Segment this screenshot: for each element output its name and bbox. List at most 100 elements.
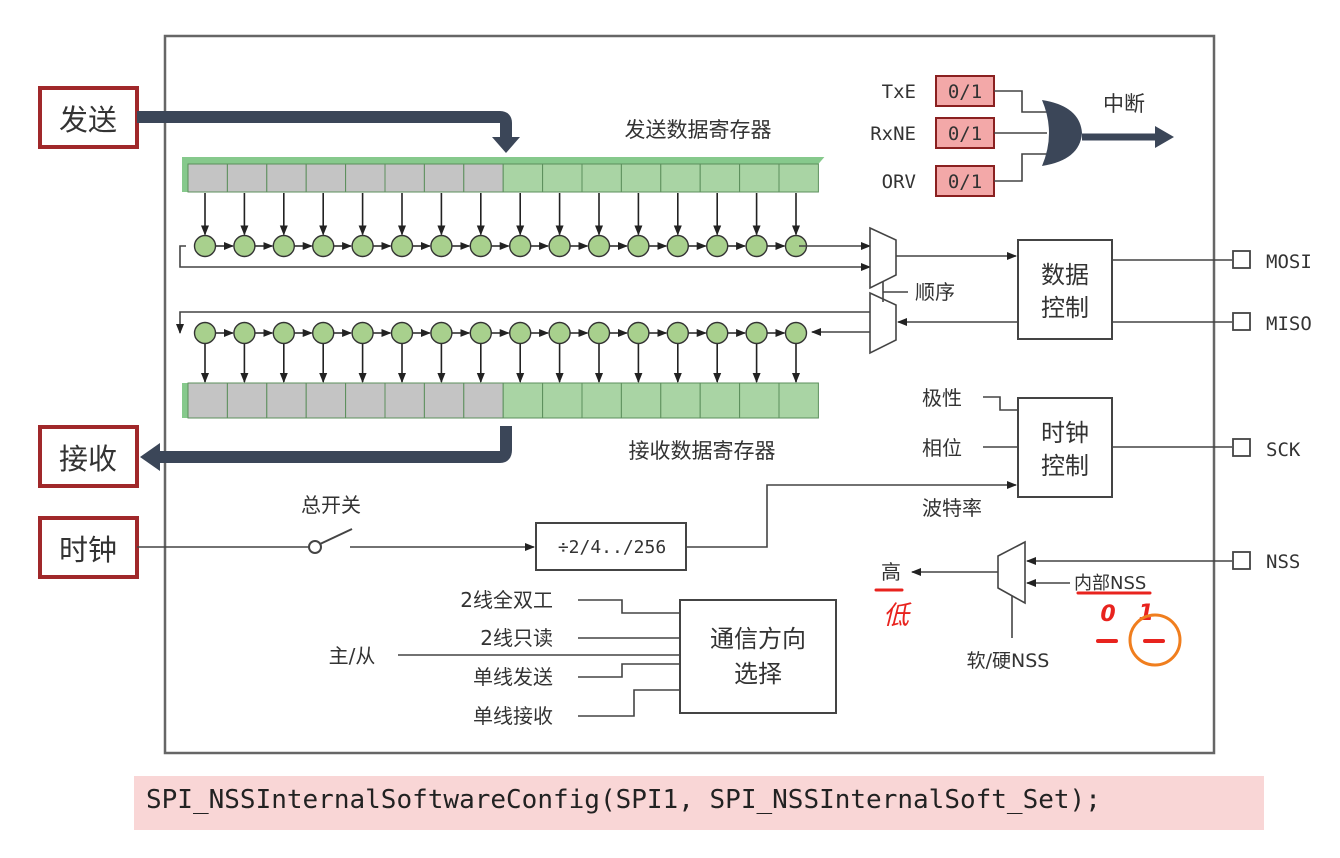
nss-mux	[997, 540, 1026, 605]
shift-bit-node	[745, 321, 768, 345]
register-bit-cell	[620, 382, 662, 419]
shift-bit-node	[706, 321, 729, 345]
register-bit-cell	[384, 163, 425, 193]
register-bit-cell	[187, 382, 228, 419]
internal-nss-label: 内部NSS	[1074, 573, 1146, 594]
send-label: 发送	[59, 103, 117, 137]
register-bit-cell	[384, 382, 425, 419]
register-bit-cell	[739, 163, 780, 193]
comm-mode-label: 单线接收	[473, 704, 553, 728]
shift-bit-node	[627, 234, 650, 258]
register-bit-cell	[699, 382, 741, 419]
receive-arrow-head	[140, 443, 160, 471]
shift-bit-node	[430, 321, 453, 345]
shift-bit-node	[666, 234, 689, 258]
rx-data-register	[182, 382, 819, 419]
clock-control-line2: 控制	[1041, 452, 1089, 480]
shift-bit-node	[193, 234, 217, 258]
shift-bit-node	[233, 234, 256, 258]
register-bit-cell	[581, 382, 622, 419]
register-bit-cell	[542, 382, 583, 419]
register-bit-cell	[463, 382, 504, 419]
comm-direction-block	[679, 599, 837, 714]
flag-value-txe: 0/1	[948, 81, 982, 103]
annotation-low: 低	[883, 601, 912, 631]
handwritten-annotations: 低 0 1	[874, 588, 1182, 667]
clock-divider-block	[535, 522, 687, 571]
mux-order-line	[882, 282, 908, 302]
receive-label: 接收	[59, 442, 117, 476]
register-bit-cell	[739, 382, 780, 419]
comm-direction-line2: 选择	[734, 660, 782, 688]
shift-bit-node	[587, 321, 611, 345]
register-bit-cell	[423, 382, 465, 419]
data-control-line2: 控制	[1041, 294, 1089, 322]
register-bit-cell	[542, 163, 583, 193]
register-side-edge	[182, 157, 188, 192]
shift-bit-node	[784, 321, 808, 345]
register-top-edge	[182, 157, 825, 164]
clock-control-line1: 时钟	[1041, 419, 1089, 447]
shift-bit-node	[745, 234, 768, 258]
flag-name-rxne: RxNE	[870, 123, 916, 145]
shift-bit-node	[351, 234, 374, 258]
shift-bit-node	[627, 321, 650, 345]
shift-bit-node	[233, 321, 256, 345]
tx-loop-line	[179, 245, 871, 271]
flag-value-orv: 0/1	[948, 171, 982, 193]
register-bit-cell	[187, 163, 228, 193]
comm-mode-label: 2线全双工	[460, 588, 553, 612]
register-bit-cell	[502, 382, 544, 419]
send-arrow-head	[492, 137, 520, 153]
register-bit-cell	[620, 163, 662, 193]
data-control-line1: 数据	[1041, 261, 1089, 289]
main-switch-label: 总开关	[301, 493, 361, 517]
sck-pin	[1232, 438, 1251, 457]
shift-bit-node	[390, 321, 414, 345]
clock-divider-label: ÷2/4../256	[558, 537, 666, 558]
flags-to-gate-lines	[994, 90, 1047, 182]
flag-name-orv: ORV	[882, 171, 916, 193]
polarity-label: 极性	[922, 386, 962, 410]
send-arrow	[137, 111, 512, 140]
shift-bit-node	[312, 234, 335, 258]
register-side-edge	[182, 383, 188, 418]
rx-mux	[869, 291, 897, 355]
register-bit-cell	[660, 163, 701, 193]
register-bit-cell	[660, 382, 701, 419]
shift-bit-node	[390, 234, 414, 258]
switch-pivot	[308, 540, 322, 554]
miso-pin-label: MISO	[1266, 313, 1312, 335]
register-bit-cell	[502, 163, 544, 193]
code-snippet: SPI_NSSInternalSoftwareConfig(SPI1, SPI_…	[146, 785, 1101, 815]
shift-bit-node	[469, 321, 492, 345]
phase-label: 相位	[922, 436, 962, 460]
mux-order-label: 顺序	[915, 280, 955, 304]
clock-label-box: 时钟	[38, 516, 139, 579]
clock-label: 时钟	[59, 533, 117, 567]
nss-high-label: 高	[881, 560, 901, 584]
shift-bit-node	[351, 321, 374, 345]
tx-register-title: 发送数据寄存器	[625, 118, 772, 142]
interrupt-label: 中断	[1103, 92, 1145, 116]
tx-mux	[869, 226, 897, 290]
annotation-digit-0: 0	[1100, 602, 1115, 627]
rx-register-title: 接收数据寄存器	[629, 439, 776, 463]
polarity-line	[983, 396, 1018, 411]
shift-bit-node	[509, 234, 532, 258]
nss-pin-label: NSS	[1266, 551, 1300, 573]
receive-arrow	[158, 426, 512, 463]
annotation-digit-1: 1	[1138, 601, 1153, 626]
soft-hard-nss-label: 软/硬NSS	[967, 650, 1050, 672]
send-label-box: 发送	[38, 86, 139, 149]
shift-bit-node	[587, 234, 611, 258]
register-bit-cell	[581, 163, 622, 193]
shift-bit-node	[430, 234, 453, 258]
baud-rate-label: 波特率	[922, 496, 982, 520]
register-bit-cell	[305, 163, 347, 193]
master-slave-label: 主/从	[329, 644, 376, 668]
register-bit-cell	[463, 163, 504, 193]
